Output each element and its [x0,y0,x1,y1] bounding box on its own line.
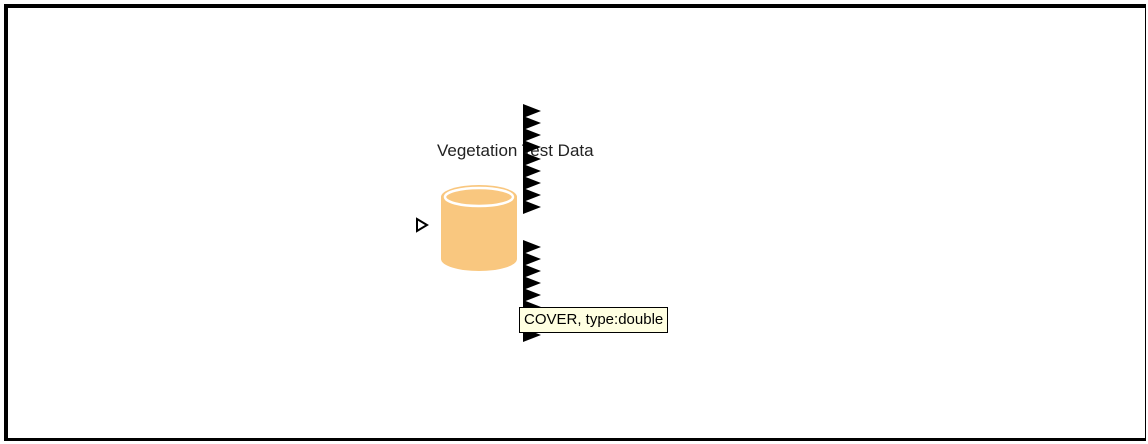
output-port-arrow-icon[interactable] [523,128,541,142]
database-cylinder-icon[interactable] [439,185,519,275]
output-port-arrow-icon[interactable] [523,104,541,118]
output-port-arrow-icon[interactable] [523,140,541,154]
output-port-arrow-icon[interactable] [523,240,541,254]
output-port-arrow-icon[interactable] [523,152,541,166]
output-port-arrow-icon[interactable] [523,200,541,214]
input-port-arrow-icon[interactable] [414,217,430,233]
port-tooltip: COVER, type:double [519,307,669,333]
output-port-arrow-icon[interactable] [523,264,541,278]
output-port-arrow-icon[interactable] [523,116,541,130]
output-port-arrow-icon[interactable] [523,288,541,302]
workflow-canvas[interactable] [4,4,1146,441]
output-port-arrow-icon[interactable] [523,164,541,178]
node-title: Vegetation Test Data [437,141,594,160]
output-port-arrow-icon[interactable] [523,252,541,266]
output-ports [523,104,541,342]
output-port-arrow-icon[interactable] [523,188,541,202]
output-port-arrow-icon[interactable] [523,176,541,190]
output-port-arrow-icon[interactable] [523,276,541,290]
